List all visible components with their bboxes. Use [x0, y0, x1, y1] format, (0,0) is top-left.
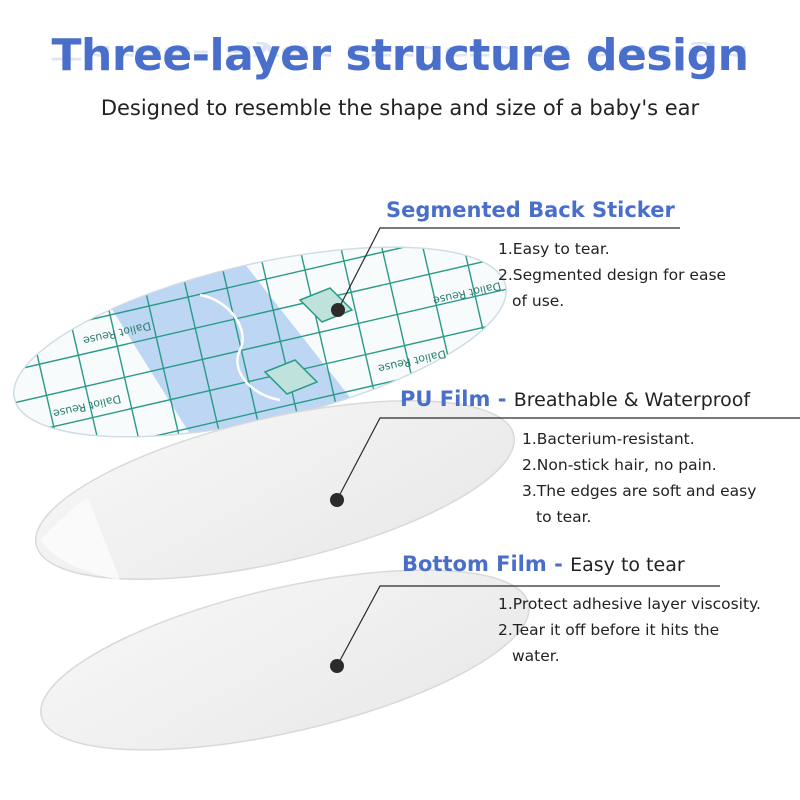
list-item: 1.Bacterium-resistant.	[522, 430, 695, 448]
list-item: 2.Non-stick hair, no pain.	[522, 456, 717, 474]
layer-name: PU Film	[400, 387, 491, 411]
layer-description: Easy to tear	[570, 554, 685, 576]
layer-heading-bottom-film: Bottom Film - Easy to tear	[402, 552, 685, 576]
bottom-film-points: 1.Protect adhesive layer viscosity. 2.Te…	[498, 591, 761, 669]
layer-heading-back-sticker: Segmented Back Sticker	[386, 198, 675, 222]
page-title: Three-layer structure design	[51, 30, 749, 81]
layer-name: Segmented Back Sticker	[386, 198, 675, 222]
back-sticker-points: 1.Easy to tear. 2.Segmented design for e…	[498, 236, 726, 314]
pu-film-points: 1.Bacterium-resistant. 2.Non-stick hair,…	[522, 426, 756, 530]
pointer-lines	[336, 227, 800, 667]
layer-heading-pu-film: PU Film - Breathable & Waterproof	[400, 387, 751, 411]
layer-name: Bottom Film	[402, 552, 547, 576]
list-item: 1.Easy to tear.	[498, 240, 610, 258]
pu-film-edge	[40, 498, 120, 580]
pointer-dot-2	[330, 493, 344, 507]
pointer-dot-1	[331, 303, 345, 317]
pointer-dot-3	[330, 659, 344, 673]
layer-description: Breathable & Waterproof	[513, 389, 751, 411]
peel-shape-icon-2	[263, 359, 319, 395]
page-subtitle: Designed to resemble the shape and size …	[100, 96, 700, 120]
list-item: 1.Protect adhesive layer viscosity.	[498, 595, 761, 613]
bottom-film-illustration	[40, 569, 530, 751]
tear-line	[199, 293, 281, 402]
pu-film-illustration	[34, 400, 516, 580]
